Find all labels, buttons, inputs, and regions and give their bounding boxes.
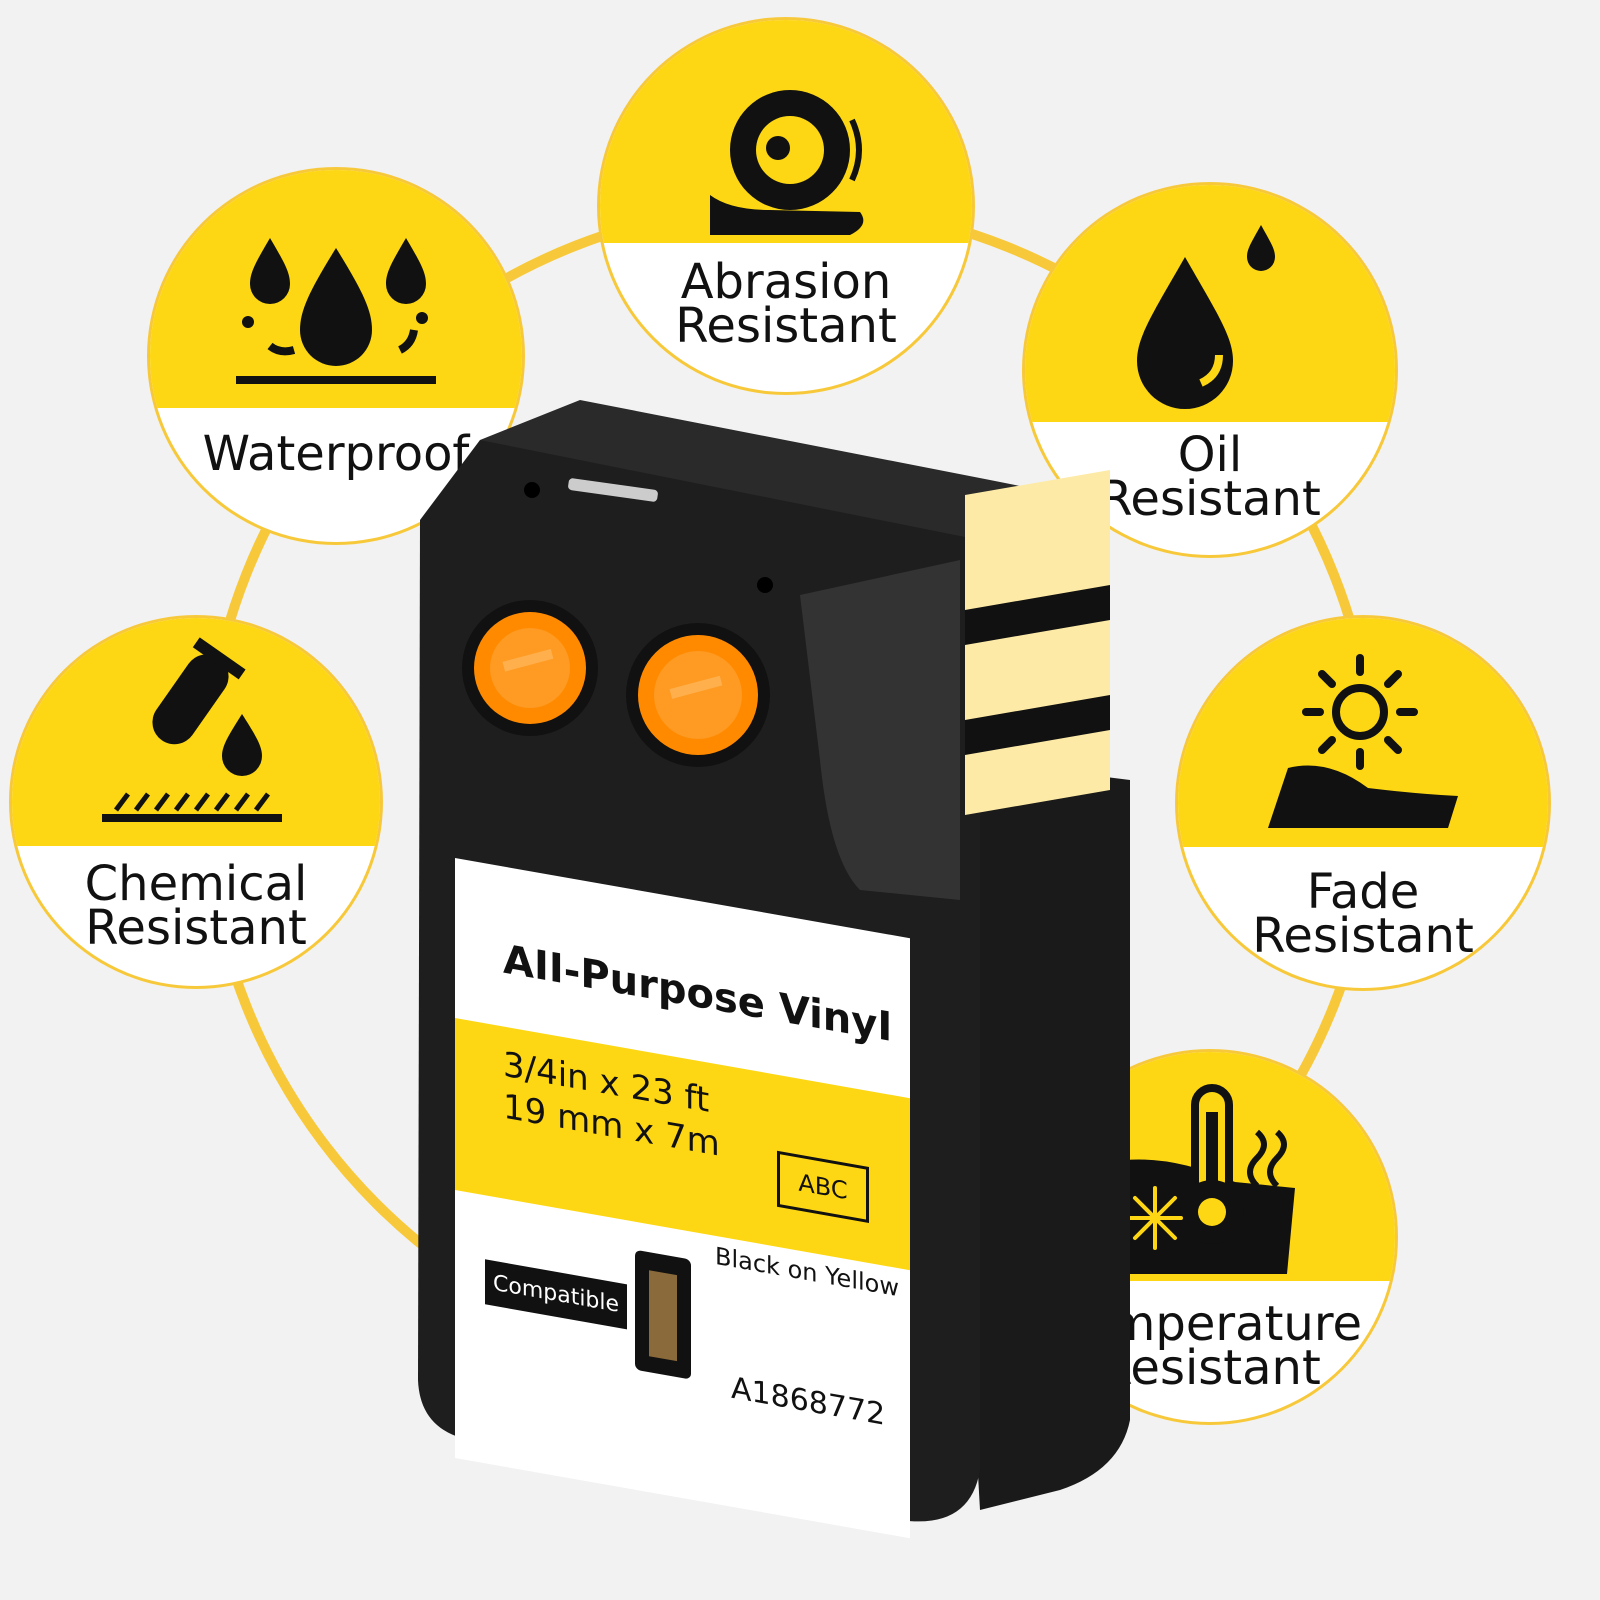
badge-abrasion: Abrasion Resistant — [600, 20, 972, 392]
cartridge-top — [480, 400, 1090, 560]
cartridge-label-text: AII-Purpose VinyI 3/4in x 23 ft 19 mm x … — [455, 858, 910, 1538]
badge-oil-label: Oil Resistant — [1099, 427, 1321, 527]
badge-chemical: Chemical Resistant — [12, 618, 380, 986]
badge-chemical-label: Chemical Resistant — [84, 856, 308, 956]
cartridge-label — [455, 857, 910, 1539]
badge-fade: Fade Resistant — [1178, 618, 1548, 988]
cartridge-side — [940, 770, 1130, 1510]
compatible-badge: Compatible — [485, 1259, 628, 1330]
label-tape — [965, 470, 1110, 815]
oil-drop-icon — [1137, 225, 1275, 409]
color-description: Black on Yellow — [715, 1241, 899, 1303]
sun-icon — [1268, 654, 1458, 828]
chemical-tube-icon — [102, 637, 282, 822]
badge-abrasion-label: Abrasion Resistant — [675, 254, 897, 354]
product-title: AII-Purpose VinyI — [503, 936, 893, 1052]
badge-fade-label: Fade Resistant — [1252, 864, 1474, 964]
tape-window — [635, 1249, 691, 1380]
water-drops-icon — [236, 238, 436, 384]
sample-text-tag: ABC — [777, 1150, 869, 1223]
thermometer-icon — [1111, 1084, 1295, 1274]
abrasion-icon — [710, 90, 864, 235]
sample-text: ABC — [798, 1168, 848, 1206]
reel-left — [462, 600, 598, 736]
reel-right — [626, 623, 770, 767]
part-number: A1868772 — [731, 1370, 886, 1433]
badge-waterproof-label: Waterproof — [202, 426, 470, 482]
